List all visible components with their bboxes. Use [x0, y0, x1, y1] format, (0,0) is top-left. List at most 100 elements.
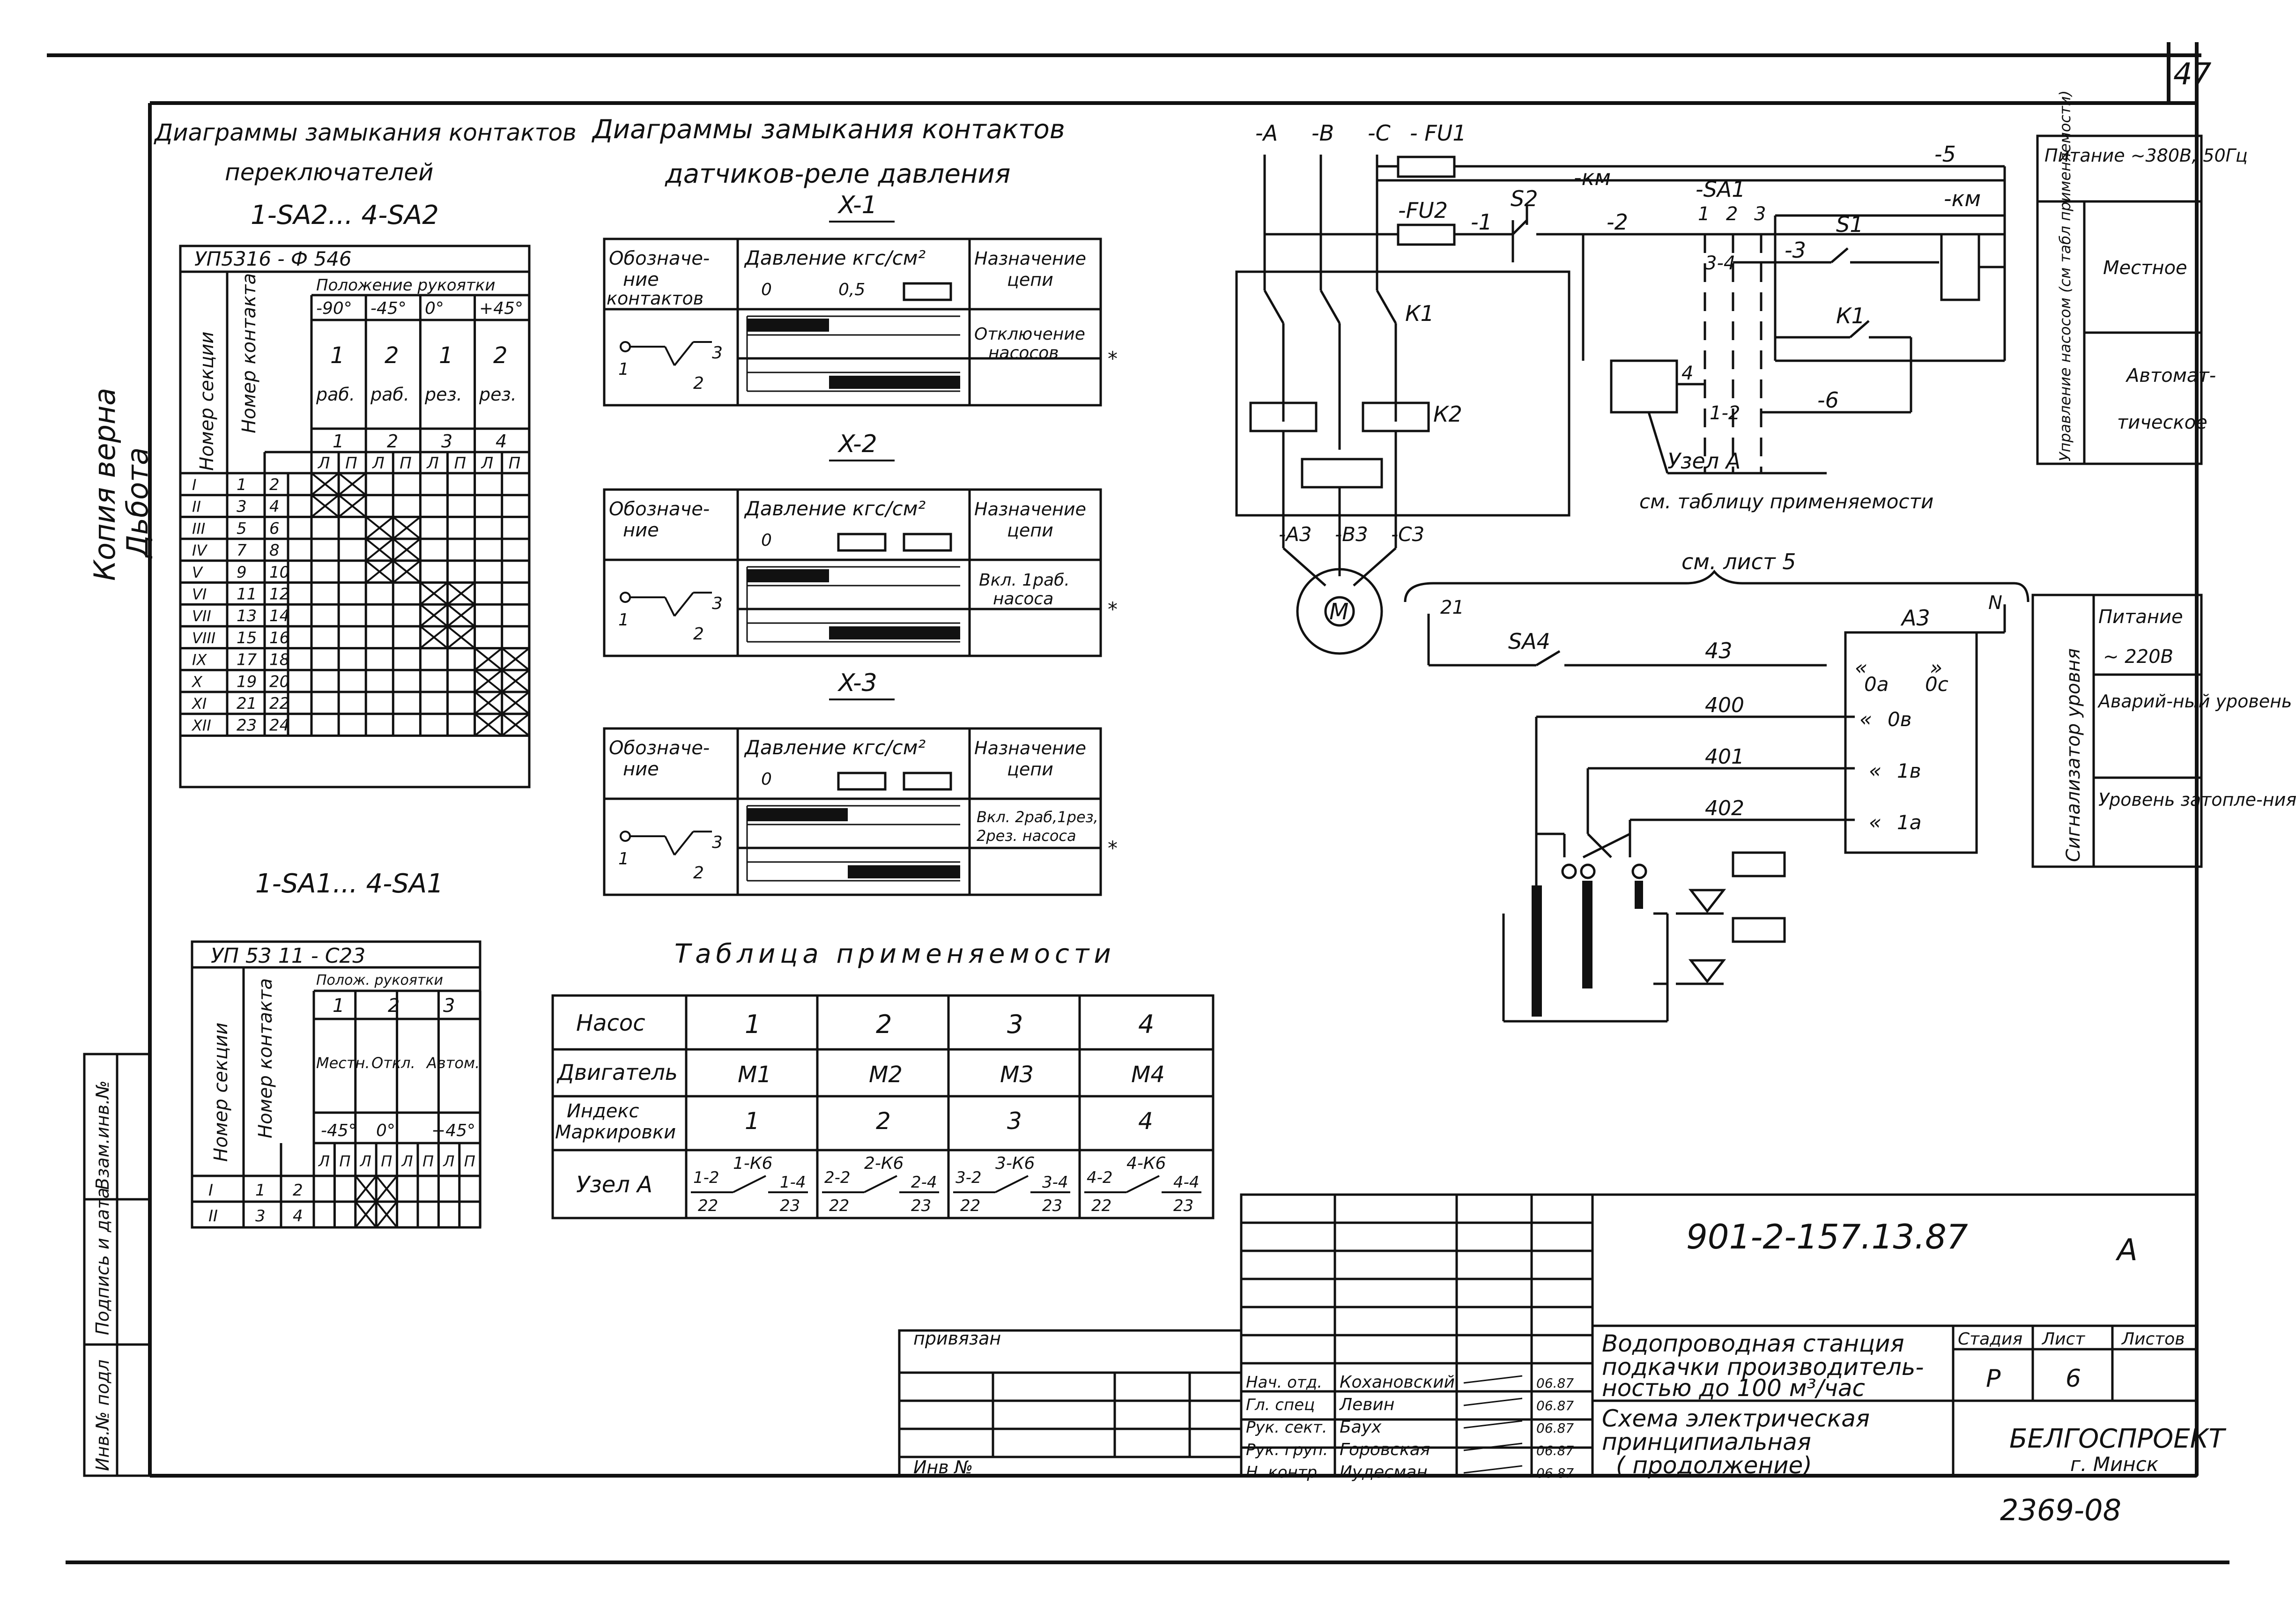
- contact-number: 1: [618, 849, 629, 869]
- sheet-value: 6: [2066, 1365, 2081, 1393]
- level-supply-2: ~ 220В: [2103, 646, 2173, 668]
- contact-number: 2: [693, 863, 704, 883]
- contact-number: 3: [712, 833, 723, 852]
- sa1-position: 3: [443, 995, 455, 1017]
- pins-34-label: 3-4: [1705, 253, 1735, 274]
- sa1-handle-position: Полож. рукоятки: [316, 972, 443, 988]
- signer-role: Рук. груп.: [1246, 1441, 1328, 1459]
- sa2-mode-number: 1: [330, 342, 345, 369]
- node-line: [864, 1175, 897, 1193]
- sa1-mode: Откл.: [371, 1054, 415, 1072]
- wire401-label: 401: [1705, 745, 1744, 769]
- wire2-label: -2: [1607, 209, 1628, 235]
- project-1: Водопроводная станция: [1602, 1330, 1904, 1357]
- sa2-mode-number: 2: [385, 342, 399, 369]
- sa1-contact-header: Номер контакта: [255, 978, 276, 1138]
- sensor-designation: Обозначе-: [609, 248, 710, 269]
- sensor-designation: ние: [623, 269, 659, 290]
- power-circuit: [1235, 155, 2006, 655]
- signer-date: 06.87: [1536, 1465, 1574, 1481]
- copy-note-line1: Копия верна: [88, 388, 122, 581]
- arrows-0c: »: [1930, 656, 1942, 680]
- sensor-table: [603, 488, 1102, 657]
- appl-node-top: 1-К6: [733, 1154, 772, 1173]
- contact-closed-mark: [375, 1201, 398, 1228]
- contact-closed-mark: [420, 603, 448, 627]
- sa1-lp: П: [422, 1152, 434, 1170]
- sa1-section-header: Номер секции: [210, 1023, 232, 1162]
- closed-contact-bar: [829, 626, 960, 639]
- stage-header: Стадия: [1958, 1330, 2022, 1349]
- sa2-mode-type: рез.: [424, 384, 462, 405]
- contact-closed-mark: [393, 538, 421, 562]
- appl-index-value: 4: [1138, 1107, 1153, 1135]
- pins-12-label: 1-2: [1710, 402, 1740, 424]
- contact-number: 1: [618, 360, 629, 379]
- sa1-row-contact-a: 1: [255, 1181, 266, 1200]
- contact-closed-mark: [393, 560, 421, 584]
- sa1-pin-3: 3: [1754, 203, 1766, 225]
- wire43-label: 43: [1705, 638, 1733, 663]
- sheet-title-2: принципиальная: [1602, 1428, 1811, 1456]
- side-stamp-replace: Взам.инв.№: [92, 1080, 113, 1190]
- sensor-pressure-header: Давление кгс/см²: [744, 736, 926, 759]
- appl-node-right: 1-4: [780, 1173, 806, 1192]
- appl-row-node: Узел А: [576, 1172, 652, 1198]
- sa2-lp: Л: [317, 454, 330, 473]
- sa2-angle: +45°: [479, 299, 523, 318]
- sensor-scale-start: 0: [761, 770, 772, 789]
- contact-closed-mark: [447, 603, 475, 627]
- contact-closed-mark: [365, 538, 394, 562]
- sensor-designation: контактов: [607, 288, 704, 309]
- sa1-mode: Местн.: [316, 1054, 370, 1072]
- sa1-lp: Л: [318, 1152, 330, 1170]
- contact-closed-mark: [355, 1201, 377, 1228]
- sa2-lp: Л: [426, 454, 439, 473]
- project-2: подкачки производитель-: [1602, 1353, 1924, 1381]
- signer-date: 06.87: [1536, 1420, 1574, 1436]
- sensor-scale-box: [903, 772, 952, 791]
- signer-name: Баух: [1340, 1418, 1382, 1437]
- appl-node-top: 4-К6: [1126, 1154, 1166, 1173]
- appl-index-value: 2: [876, 1107, 891, 1135]
- sa2-row-section: I: [192, 476, 196, 494]
- sheet-title-3: ( продолжение): [1616, 1452, 1812, 1479]
- signer-signature: [1463, 1397, 1523, 1406]
- sensor-purpose-header: цепи: [1007, 520, 1053, 541]
- motor-term-a: -А3: [1279, 523, 1312, 546]
- appl-node-bottom-right: 23: [1173, 1196, 1193, 1215]
- sensor-table: [603, 238, 1102, 407]
- appl-node-left: 2-2: [824, 1168, 851, 1187]
- sa1-position: 1: [333, 995, 344, 1017]
- closed-contact-bar: [747, 808, 848, 821]
- node-ref: см. таблицу применяемости: [1639, 490, 1933, 513]
- appl-node-bottom-right: 23: [780, 1196, 800, 1215]
- contactor-label: К1: [1405, 301, 1434, 326]
- appl-pump-value: 3: [1007, 1010, 1023, 1039]
- k1-label: К1: [1836, 303, 1865, 328]
- sa1-model: УП 53 11 - С23: [211, 944, 365, 968]
- sa2-group: 3: [441, 431, 452, 452]
- sa2-mode-type: рез.: [479, 384, 517, 405]
- motor-term-b: -В3: [1335, 523, 1368, 546]
- sensor-pressure-header: Давление кгс/см²: [744, 246, 926, 269]
- sa2-row-contact-b: 4: [269, 498, 280, 516]
- sensor-designation: Обозначе-: [609, 498, 710, 520]
- sa2-group: 1: [333, 431, 344, 452]
- sensor-designation: Обозначе-: [609, 737, 710, 759]
- signer-name: Иудесман: [1340, 1463, 1428, 1482]
- contact-line: [674, 341, 694, 366]
- title-block-text: 901-2-157.13.87 А привязан Инв № Нач. от…: [913, 1217, 2226, 1527]
- pressure-diagrams: Диаграммы замыкания контактов датчиков-р…: [591, 114, 1118, 896]
- side-stamp: Взам.инв.№ Подпись и дата Инв.№ подл: [83, 1053, 151, 1477]
- appl-node-right: 4-4: [1173, 1173, 1200, 1192]
- sa1-lp: Л: [360, 1152, 371, 1170]
- copy-note-line2: Дьбота: [120, 447, 155, 559]
- sa2-row-section: III: [192, 520, 205, 537]
- contact-closed-mark: [474, 669, 503, 693]
- wire402-label: 402: [1705, 796, 1744, 820]
- appl-pump-value: 4: [1138, 1010, 1154, 1039]
- switch-diagrams: Диаграммы замыкания контактов переключат…: [154, 119, 577, 1229]
- power-supply: Питание ~380В, 50Гц: [2044, 145, 2248, 166]
- level-side: Сигнализатор уровня: [2063, 648, 2084, 862]
